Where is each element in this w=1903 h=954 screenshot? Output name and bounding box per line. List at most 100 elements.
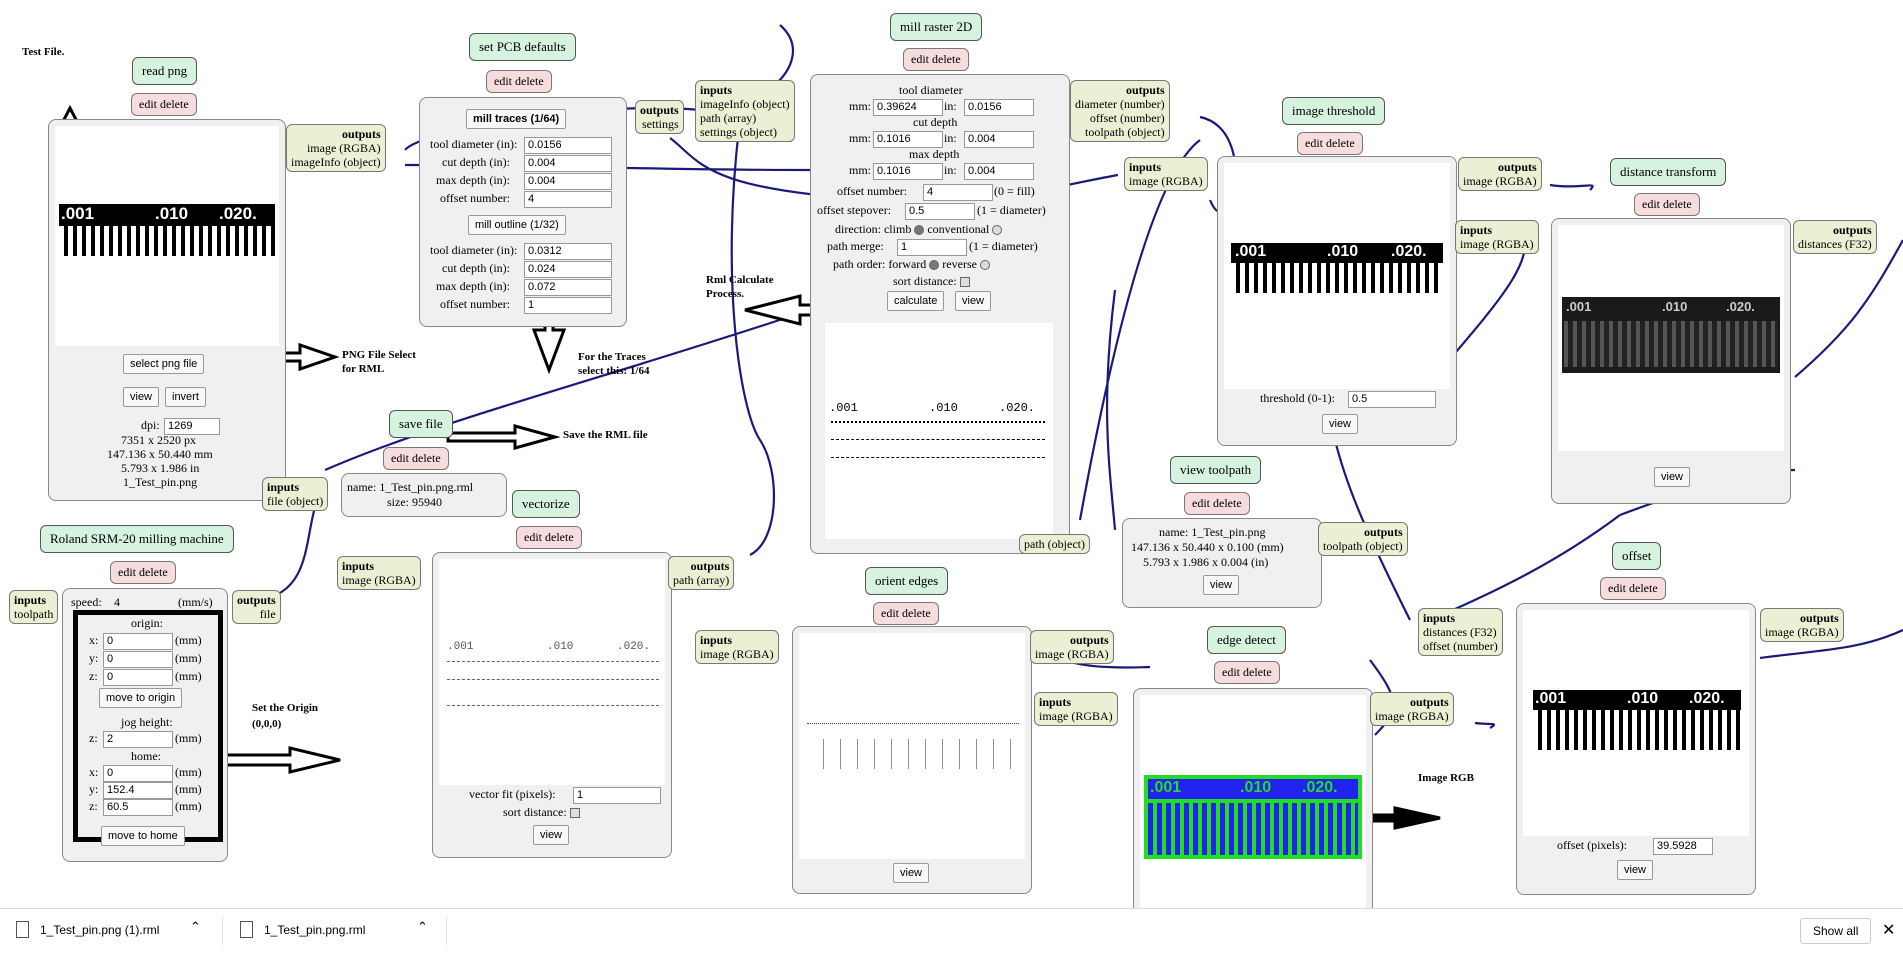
roland-edit-delete[interactable]: edit delete (110, 561, 176, 584)
jog-height-label: jog height: (121, 715, 173, 729)
close-icon[interactable]: ✕ (1882, 922, 1896, 939)
stepover-input[interactable]: 0.5 (905, 203, 975, 220)
view-button[interactable]: view (1617, 860, 1654, 880)
distance-transform-title[interactable]: distance transform (1610, 158, 1727, 186)
forward-radio[interactable] (929, 260, 940, 271)
read-png-edit-delete[interactable]: edit delete (131, 93, 197, 116)
origin-y-input[interactable]: 0 (103, 651, 173, 668)
view-toolpath-edit-delete[interactable]: edit delete (1184, 492, 1250, 515)
image-threshold-outputs: outputs image (RGBA) (1458, 157, 1542, 191)
vector-fit-input[interactable]: 1 (573, 787, 661, 804)
view-button[interactable]: view (893, 863, 930, 883)
view-button[interactable]: view (1322, 414, 1359, 434)
max-depth-input[interactable]: 0.004 (524, 173, 612, 190)
x-label: x: (89, 765, 99, 779)
offset-number-input[interactable]: 1 (524, 297, 612, 314)
saved-file-name: name: 1_Test_pin.png.rml (347, 480, 474, 494)
cut-depth-input[interactable]: 0.024 (524, 261, 612, 278)
max-depth-input[interactable]: 0.072 (524, 279, 612, 296)
chevron-up-icon[interactable]: ⌃ (417, 919, 428, 934)
tool-diameter-mm-input[interactable]: 0.39624 (873, 99, 943, 116)
mill-traces-button[interactable]: mill traces (1/64) (466, 109, 567, 129)
download-item[interactable]: 1_Test_pin.png.rml ⌃ (234, 919, 434, 943)
download-item[interactable]: 1_Test_pin.png (1).rml ⌃ (10, 919, 210, 943)
view-button[interactable]: view (1203, 575, 1240, 595)
tool-diameter-input[interactable]: 0.0312 (524, 243, 612, 260)
orient-edges-title[interactable]: orient edges (865, 567, 949, 595)
move-to-home-button[interactable]: move to home (101, 826, 185, 846)
offset-edit-delete[interactable]: edit delete (1600, 577, 1666, 600)
threshold-input[interactable]: 0.5 (1348, 391, 1436, 408)
max-depth-in-input[interactable]: 0.004 (964, 163, 1034, 180)
sort-distance-row: sort distance: (893, 274, 970, 289)
tool-diameter-input[interactable]: 0.0156 (524, 137, 612, 154)
offset-title[interactable]: offset (1612, 542, 1662, 570)
mill-raster-inputs: inputs imageInfo (object) path (array) s… (695, 80, 795, 142)
unit-label: (mm) (175, 731, 202, 745)
image-threshold-title[interactable]: image threshold (1282, 97, 1386, 125)
offset-input[interactable]: 39.5928 (1653, 838, 1713, 855)
roland-inputs: inputs toolpath (9, 590, 59, 624)
z-label: z: (89, 731, 98, 745)
invert-button[interactable]: invert (165, 387, 206, 407)
cut-depth-in-input[interactable]: 0.004 (964, 131, 1034, 148)
view-button[interactable]: view (123, 387, 160, 407)
edge-detect-title[interactable]: edge detect (1207, 626, 1286, 654)
orient-edges-inputs: inputs image (RGBA) (695, 630, 779, 664)
sort-distance-checkbox[interactable] (959, 277, 970, 288)
offset-number-label: offset number: (440, 297, 511, 311)
sort-distance-row: sort distance: (503, 805, 580, 820)
path-merge-input[interactable]: 1 (897, 239, 967, 256)
select-png-button[interactable]: select png file (123, 354, 205, 374)
save-file-edit-delete[interactable]: edit delete (383, 447, 449, 470)
cut-depth-input[interactable]: 0.004 (524, 155, 612, 172)
home-y-input[interactable]: 152.4 (103, 782, 173, 799)
jog-z-input[interactable]: 2 (103, 731, 173, 748)
vectorize-edit-delete[interactable]: edit delete (516, 526, 582, 549)
tool-diameter-in-input[interactable]: 0.0156 (964, 99, 1034, 116)
calculate-button[interactable]: calculate (887, 291, 945, 311)
view-button[interactable]: view (955, 291, 992, 311)
read-png-title[interactable]: read png (132, 57, 198, 85)
dpi-input[interactable]: 1269 (164, 418, 220, 435)
edge-detect-edit-delete[interactable]: edit delete (1214, 661, 1280, 684)
show-all-button[interactable]: Show all (1800, 918, 1872, 944)
download-divider (222, 917, 223, 945)
sort-distance-checkbox[interactable] (569, 808, 580, 819)
chevron-up-icon[interactable]: ⌃ (190, 919, 201, 934)
origin-x-input[interactable]: 0 (103, 633, 173, 650)
home-z-input[interactable]: 60.5 (103, 799, 173, 816)
reverse-radio[interactable] (979, 260, 990, 271)
pcb-defaults-edit-delete[interactable]: edit delete (486, 70, 552, 93)
vectorize-title[interactable]: vectorize (512, 490, 580, 518)
pcb-defaults-title[interactable]: set PCB defaults (469, 33, 576, 61)
cut-depth-mm-input[interactable]: 0.1016 (873, 131, 943, 148)
note-traces: For the Traces select this: 1/64 (578, 351, 650, 377)
save-file-title[interactable]: save file (389, 410, 453, 438)
roland-title[interactable]: Roland SRM-20 milling machine (40, 525, 234, 553)
move-to-origin-button[interactable]: move to origin (99, 688, 183, 708)
z-label: z: (89, 799, 98, 813)
unit-label: (mm) (175, 651, 202, 665)
speed-value[interactable]: 4 (114, 595, 120, 609)
view-toolpath-title[interactable]: view toolpath (1170, 456, 1262, 484)
mill-raster-edit-delete[interactable]: edit delete (903, 48, 969, 71)
image-threshold-edit-delete[interactable]: edit delete (1297, 132, 1363, 155)
conventional-radio[interactable] (992, 225, 1003, 236)
distance-transform-edit-delete[interactable]: edit delete (1634, 193, 1700, 216)
max-depth-mm-input[interactable]: 0.1016 (873, 163, 943, 180)
offset-number-input[interactable]: 4 (923, 184, 993, 201)
offset-note: (0 = fill) (994, 184, 1035, 198)
origin-z-input[interactable]: 0 (103, 669, 173, 686)
offset-number-input[interactable]: 4 (524, 191, 612, 208)
view-button[interactable]: view (533, 825, 570, 845)
mill-outline-button[interactable]: mill outline (1/32) (468, 215, 566, 235)
view-button[interactable]: view (1654, 467, 1691, 487)
climb-radio[interactable] (914, 225, 925, 236)
arrow-right-icon (223, 746, 341, 774)
offset-bars (1533, 710, 1741, 750)
mill-raster-title[interactable]: mill raster 2D (890, 13, 983, 41)
view-toolpath-inputs: path (object) (1019, 534, 1090, 554)
orient-edges-edit-delete[interactable]: edit delete (873, 602, 939, 625)
home-x-input[interactable]: 0 (103, 765, 173, 782)
